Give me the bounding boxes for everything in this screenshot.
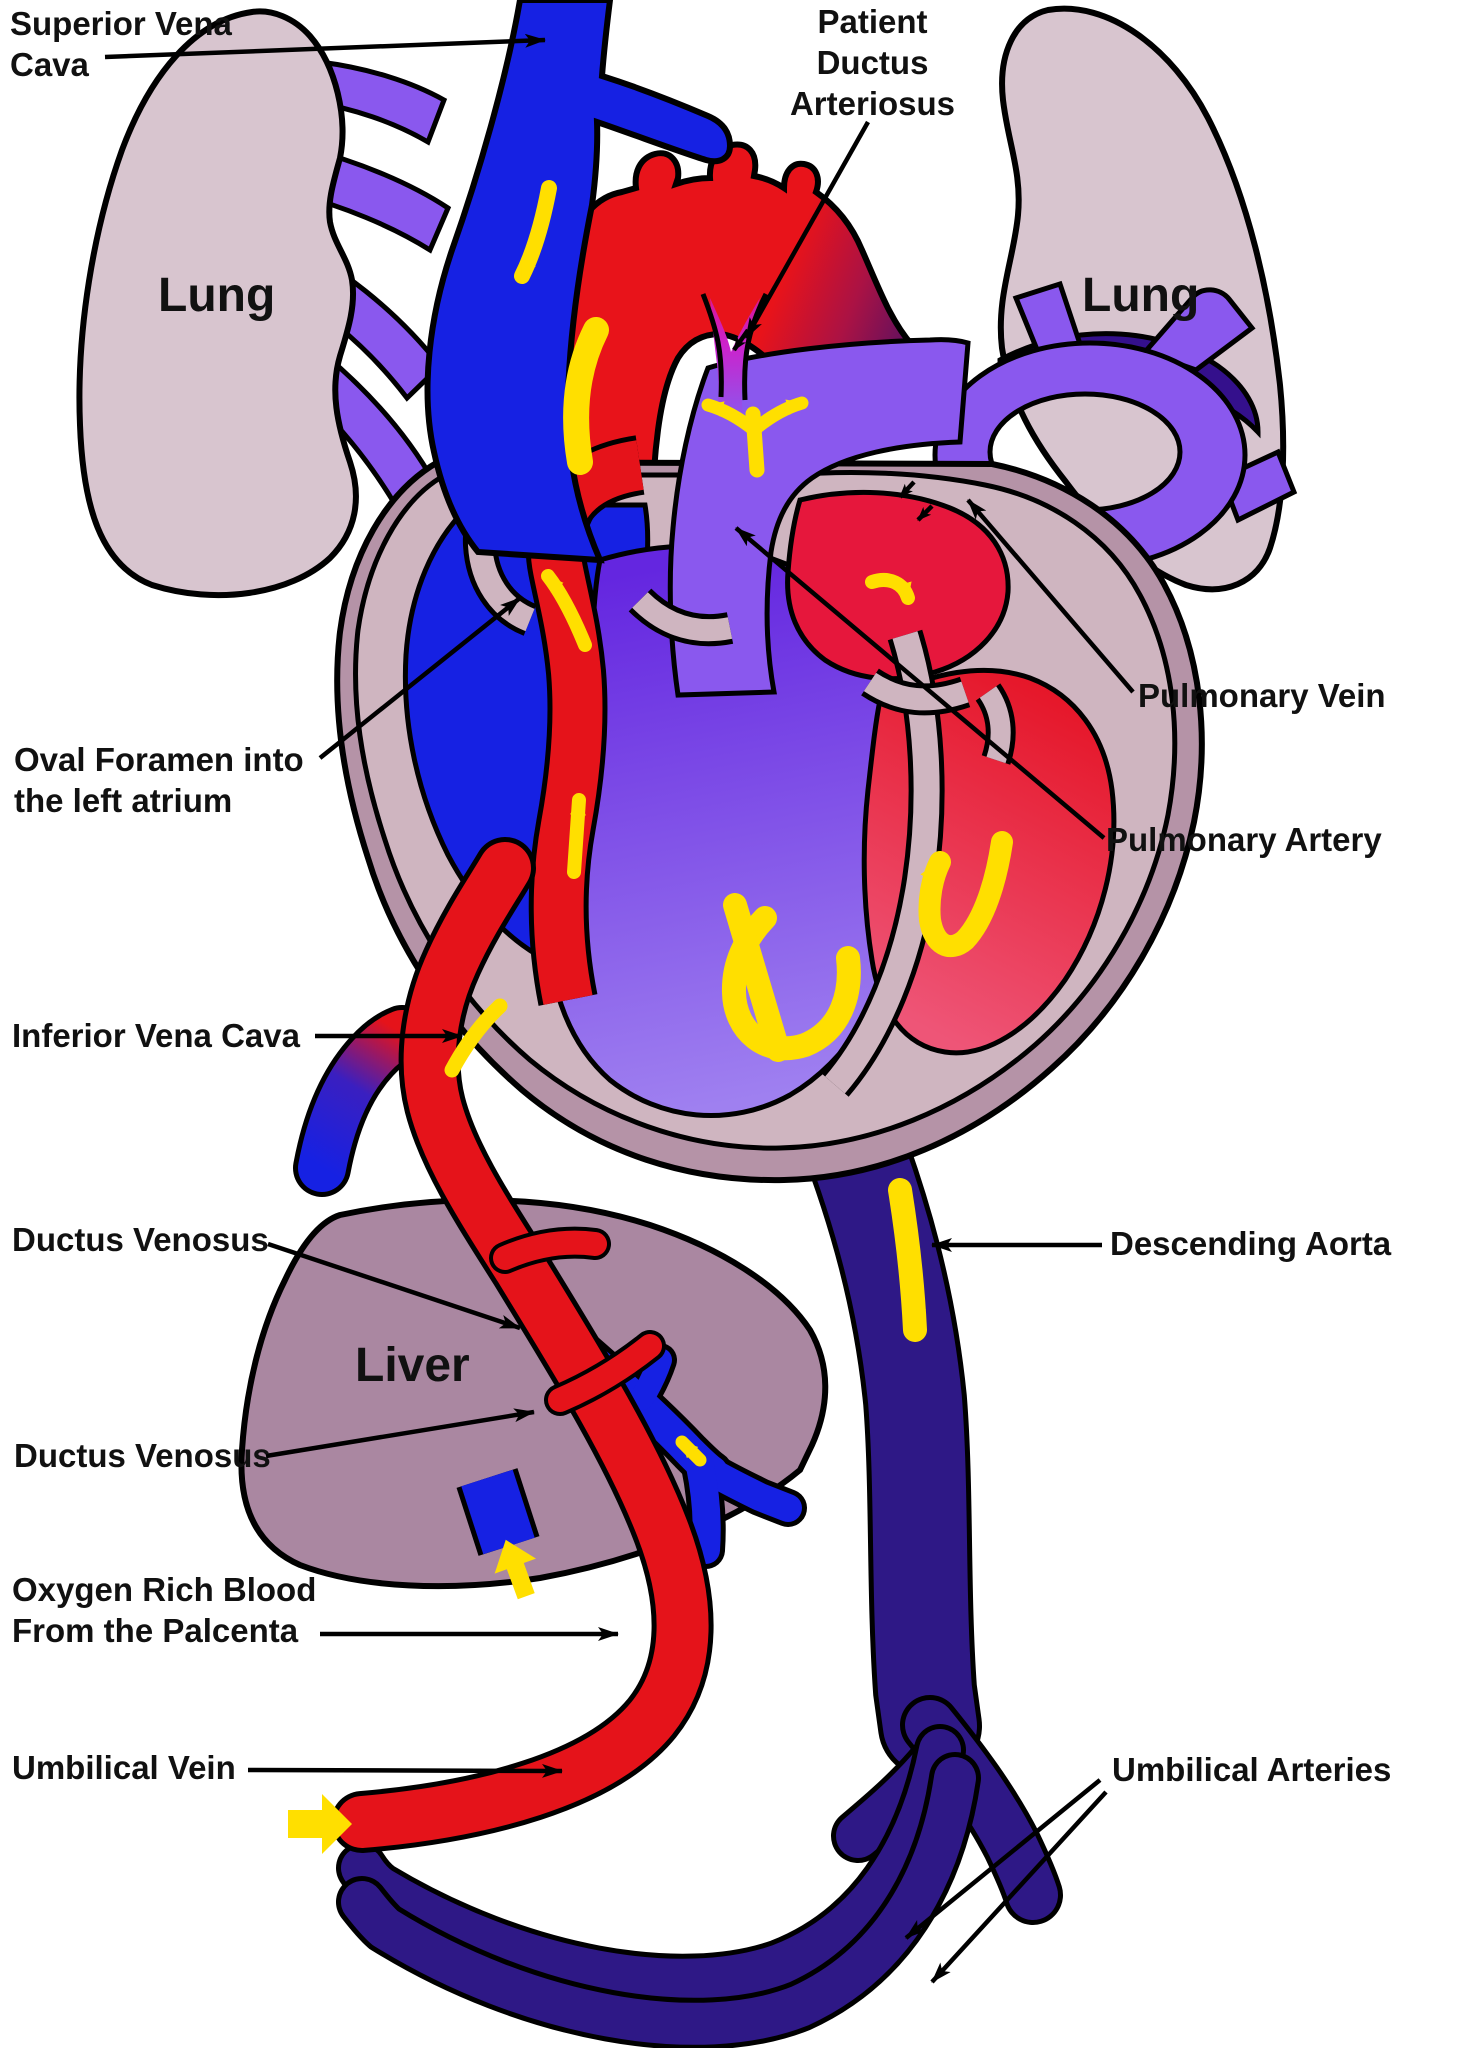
left-lung bbox=[76, 8, 359, 599]
placenta-inflow-block-arrow bbox=[288, 1794, 352, 1854]
superior-vena-cava bbox=[424, 0, 734, 564]
leader-pulmonary-artery bbox=[734, 526, 1106, 840]
label-descending-aorta: Descending Aorta bbox=[1110, 1225, 1392, 1262]
label-umbilical-arteries: Umbilical Arteries bbox=[1112, 1751, 1392, 1788]
pv-flow-tick-1 bbox=[898, 480, 916, 499]
label-pulmonary-vein: Pulmonary Vein bbox=[1138, 677, 1386, 714]
label-liver: Liver bbox=[355, 1339, 470, 1392]
leader-oval-foramen bbox=[318, 596, 522, 760]
portal-vein bbox=[539, 1311, 807, 1569]
descending-aorta-arrow-upper bbox=[723, 893, 790, 1062]
label-lung-right: Lung bbox=[1082, 269, 1200, 322]
inferior-vena-cava-blue bbox=[293, 1005, 431, 1197]
pv-flow-tick-2 bbox=[916, 504, 934, 522]
label-oval-foramen: Oval Foramen into the left atrium bbox=[14, 741, 304, 819]
portal-vein-arrow bbox=[675, 1435, 707, 1467]
label-inferior-vena-cava: Inferior Vena Cava bbox=[12, 1017, 300, 1054]
portal-inflow-block-arrow bbox=[494, 1539, 536, 1600]
portal-stub-below-liver bbox=[456, 1468, 540, 1556]
label-umbilical-vein: Umbilical Vein bbox=[12, 1749, 236, 1786]
svc-down-arrow bbox=[514, 180, 557, 284]
label-pulmonary-artery: Pulmonary Artery bbox=[1106, 821, 1382, 858]
atrial-stream-up-arrow bbox=[567, 793, 586, 879]
descending-aorta-arrow-lower bbox=[888, 1178, 927, 1342]
leader-umbilical-vein bbox=[247, 1763, 563, 1778]
label-patient-ductus-arteriosus: Patient Ductus Arteriosus bbox=[789, 3, 956, 122]
label-ductus-venosus-2: Ductus Venosus bbox=[14, 1437, 271, 1474]
pda-flow-tick bbox=[732, 328, 750, 352]
ductus-arteriosus-outline-left bbox=[700, 293, 724, 398]
pulmonary-trident-right bbox=[747, 396, 809, 437]
leader-lines bbox=[104, 33, 1135, 1984]
foramen-ovale-arrow bbox=[541, 569, 592, 652]
umbilical-artery-2 bbox=[336, 1752, 981, 2048]
label-ductus-venosus-1: Ductus Venosus bbox=[12, 1221, 269, 1258]
left-ventricle-curl-arrow bbox=[918, 831, 1013, 957]
leader-ductus-venosus-1 bbox=[267, 1241, 521, 1331]
ivc-up-arrow bbox=[444, 998, 508, 1078]
label-superior-vena-cava: Superior Vena Cava bbox=[10, 5, 232, 83]
label-oxygen-rich-blood: Oxygen Rich Blood From the Palcenta bbox=[12, 1571, 317, 1649]
leader-ductus-venosus-2 bbox=[265, 1408, 535, 1459]
label-lung-left: Lung bbox=[158, 269, 276, 322]
leader-pulmonary-vein bbox=[966, 498, 1135, 694]
ductus-venosus-branches bbox=[489, 1226, 666, 1416]
leader-superior-vena-cava bbox=[104, 33, 546, 60]
aortic-arch-up-arrow bbox=[563, 317, 609, 475]
flow-arrows-yellow bbox=[444, 180, 1013, 1467]
leader-umbilical-arteries-1 bbox=[904, 1778, 1102, 1940]
left-atrium-curl-arrow bbox=[865, 573, 915, 605]
umbilical-vein-ductus-venosus bbox=[331, 837, 714, 1853]
ductus-arteriosus-outline-right bbox=[742, 292, 769, 401]
leader-ductus-arteriosus bbox=[744, 120, 870, 340]
leader-umbilical-arteries-2 bbox=[930, 1790, 1108, 1984]
